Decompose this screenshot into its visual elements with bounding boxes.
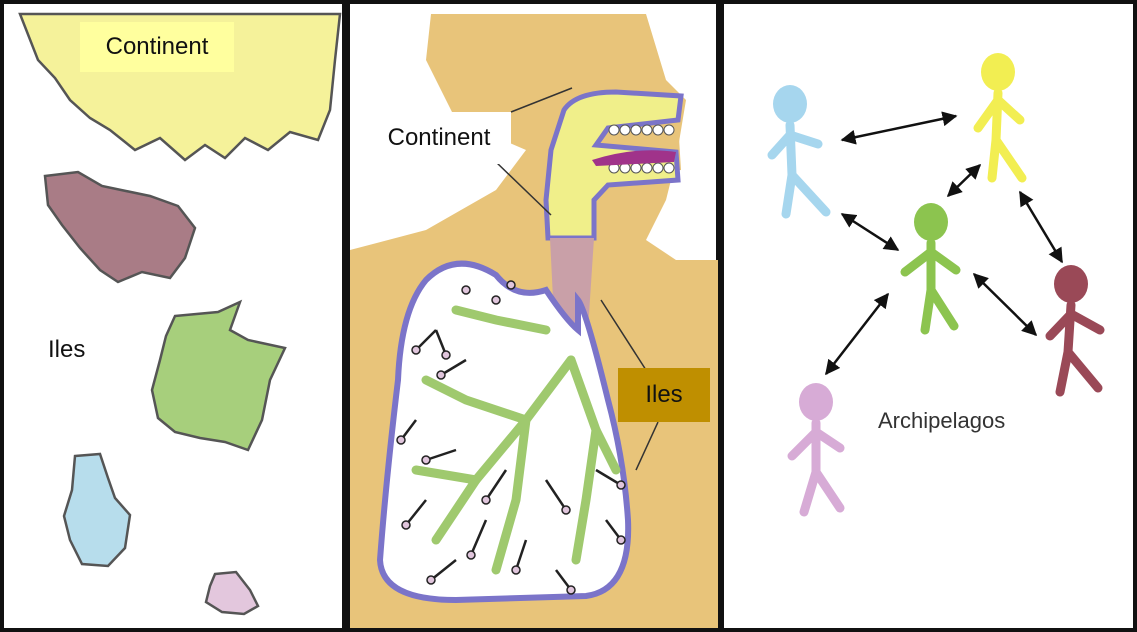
respiratory-panel: [346, 0, 720, 632]
map-panel: [0, 0, 346, 632]
continent-label-body: Continent: [367, 112, 511, 164]
archipelagos-label: Archipelagos: [878, 408, 1005, 434]
iles-label-body: Iles: [618, 368, 710, 422]
network-panel: [720, 0, 1137, 632]
iles-label-map: Iles: [48, 336, 85, 364]
continent-label-map: Continent: [80, 22, 234, 72]
